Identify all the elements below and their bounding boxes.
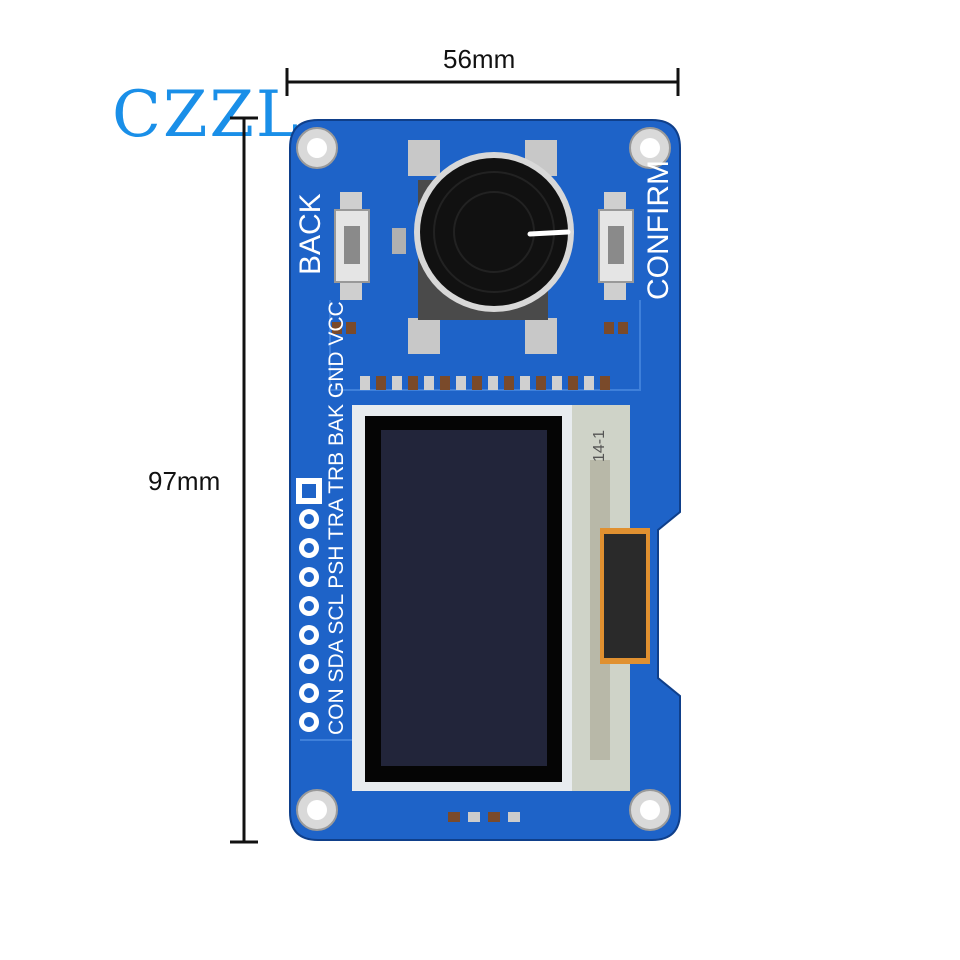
height-label: 97mm (148, 466, 221, 496)
smd-resistor (424, 376, 434, 390)
smd-resistor (472, 376, 482, 390)
header-pin-hole (304, 514, 314, 524)
smd-resistor (584, 376, 594, 390)
back-button-switch (334, 192, 370, 300)
smd-resistor (552, 376, 562, 390)
brand-logo: CZZL (112, 78, 301, 152)
smd-resistor (392, 376, 402, 390)
width-label: 56mm (443, 44, 516, 74)
confirm-label: CONFIRM (642, 160, 675, 300)
header-pin-hole (304, 601, 314, 611)
header-pin-hole (304, 543, 314, 553)
width-dimension (285, 68, 680, 96)
smd-resistor (440, 376, 450, 390)
smd-components (332, 322, 628, 822)
oled-display (352, 405, 650, 791)
smd-resistor (360, 376, 370, 390)
rotary-encoder (392, 140, 574, 354)
smd-resistor (568, 376, 578, 390)
header-pin-hole (304, 630, 314, 640)
pin-label-text: CON SDA SCL PSH TRA TRB BAK GND VCC (325, 301, 348, 735)
pin-header (296, 478, 322, 732)
header-pin-hole (304, 659, 314, 669)
mounting-holes (296, 127, 671, 831)
smd-resistor (376, 376, 386, 390)
smd-resistor (600, 376, 610, 390)
back-label: BACK (294, 193, 327, 275)
smd-resistor (488, 376, 498, 390)
flex-marking: 14-1 (591, 430, 608, 462)
confirm-button-switch (598, 192, 634, 300)
height-dimension (230, 116, 258, 844)
smd-resistor (408, 376, 418, 390)
pin-labels: CON SDA SCL PSH TRA TRB BAK GND VCC (325, 301, 348, 735)
header-pin-hole (304, 688, 314, 698)
header-pin-hole (304, 717, 314, 727)
smd-resistor (504, 376, 514, 390)
smd-resistor (520, 376, 530, 390)
smd-resistor (456, 376, 466, 390)
smd-resistor (536, 376, 546, 390)
header-pin-hole (304, 572, 314, 582)
